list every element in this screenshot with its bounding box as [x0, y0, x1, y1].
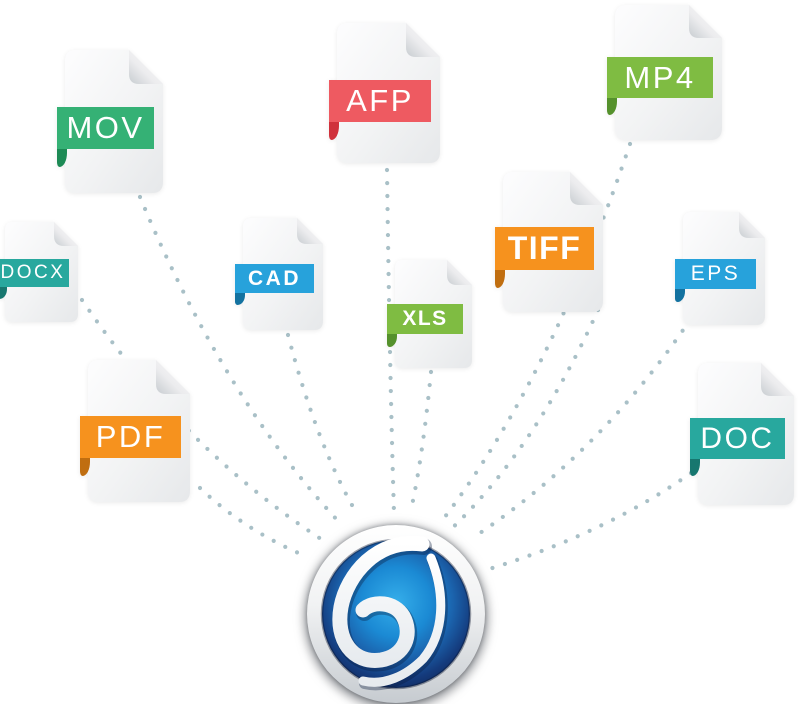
ribbon-fold [607, 97, 617, 115]
connector-xls [409, 369, 434, 512]
ribbon-fold [57, 148, 67, 167]
file-icon-mov: MOV [57, 50, 163, 193]
file-type-label: MP4 [624, 59, 696, 95]
file-icon-docx: DOCX [0, 222, 78, 322]
folded-corner [739, 212, 765, 238]
file-icon-mp4: MP4 [607, 5, 722, 140]
file-icon-doc: DOC [690, 363, 794, 505]
file-type-label: AFP [346, 83, 414, 118]
folded-corner [297, 218, 323, 244]
ribbon-mov: MOV [57, 107, 154, 149]
logo-e-glyph [332, 535, 448, 691]
folded-corner [447, 260, 472, 285]
ribbon-cad: CAD [235, 264, 314, 293]
file-icon-tiff: TIFF [495, 172, 603, 312]
file-type-label: DOCX [0, 262, 66, 283]
ribbon-docx: DOCX [0, 259, 69, 287]
file-type-label: CAD [248, 266, 301, 290]
connector-mp4 [441, 141, 633, 522]
ribbon-fold [495, 269, 505, 288]
file-type-label: TIFF [507, 230, 582, 266]
folded-corner [406, 23, 440, 57]
folded-corner [54, 222, 78, 246]
file-type-label: XLS [402, 307, 448, 330]
file-type-label: EPS [690, 262, 741, 285]
ribbon-pdf: PDF [80, 416, 181, 458]
ribbon-eps: EPS [675, 259, 756, 289]
ribbon-fold [0, 286, 7, 299]
ribbon-fold [690, 458, 700, 476]
ribbon-xls: XLS [387, 304, 463, 334]
folded-corner [156, 360, 190, 394]
connector-afp [384, 167, 396, 511]
ribbon-tiff: TIFF [495, 227, 594, 270]
connector-doc [489, 470, 694, 571]
ribbon-afp: AFP [329, 80, 431, 122]
ribbon-fold [387, 333, 397, 347]
e-logo [307, 525, 485, 703]
file-icon-cad: CAD [235, 218, 323, 330]
folded-corner [689, 5, 722, 38]
folded-corner [761, 363, 794, 396]
file-type-label: PDF [95, 419, 166, 454]
file-icon-pdf: PDF [80, 360, 190, 502]
file-icon-eps: EPS [675, 212, 765, 325]
connector-pdf [197, 485, 309, 559]
ribbon-fold [80, 457, 90, 476]
ribbon-fold [329, 121, 339, 140]
file-icon-afp: AFP [329, 23, 440, 163]
folded-corner [129, 50, 163, 84]
ribbon-doc: DOC [690, 418, 785, 459]
ribbon-fold [235, 292, 245, 305]
ribbon-mp4: MP4 [607, 57, 713, 98]
connector-eps [468, 317, 693, 542]
connector-mov [137, 194, 343, 526]
file-type-label: MOV [66, 110, 145, 145]
file-icon-xls: XLS [387, 260, 472, 368]
ribbon-fold [675, 288, 685, 302]
folded-corner [570, 172, 603, 205]
file-type-label: DOC [700, 421, 775, 455]
connector-cad [285, 332, 360, 518]
